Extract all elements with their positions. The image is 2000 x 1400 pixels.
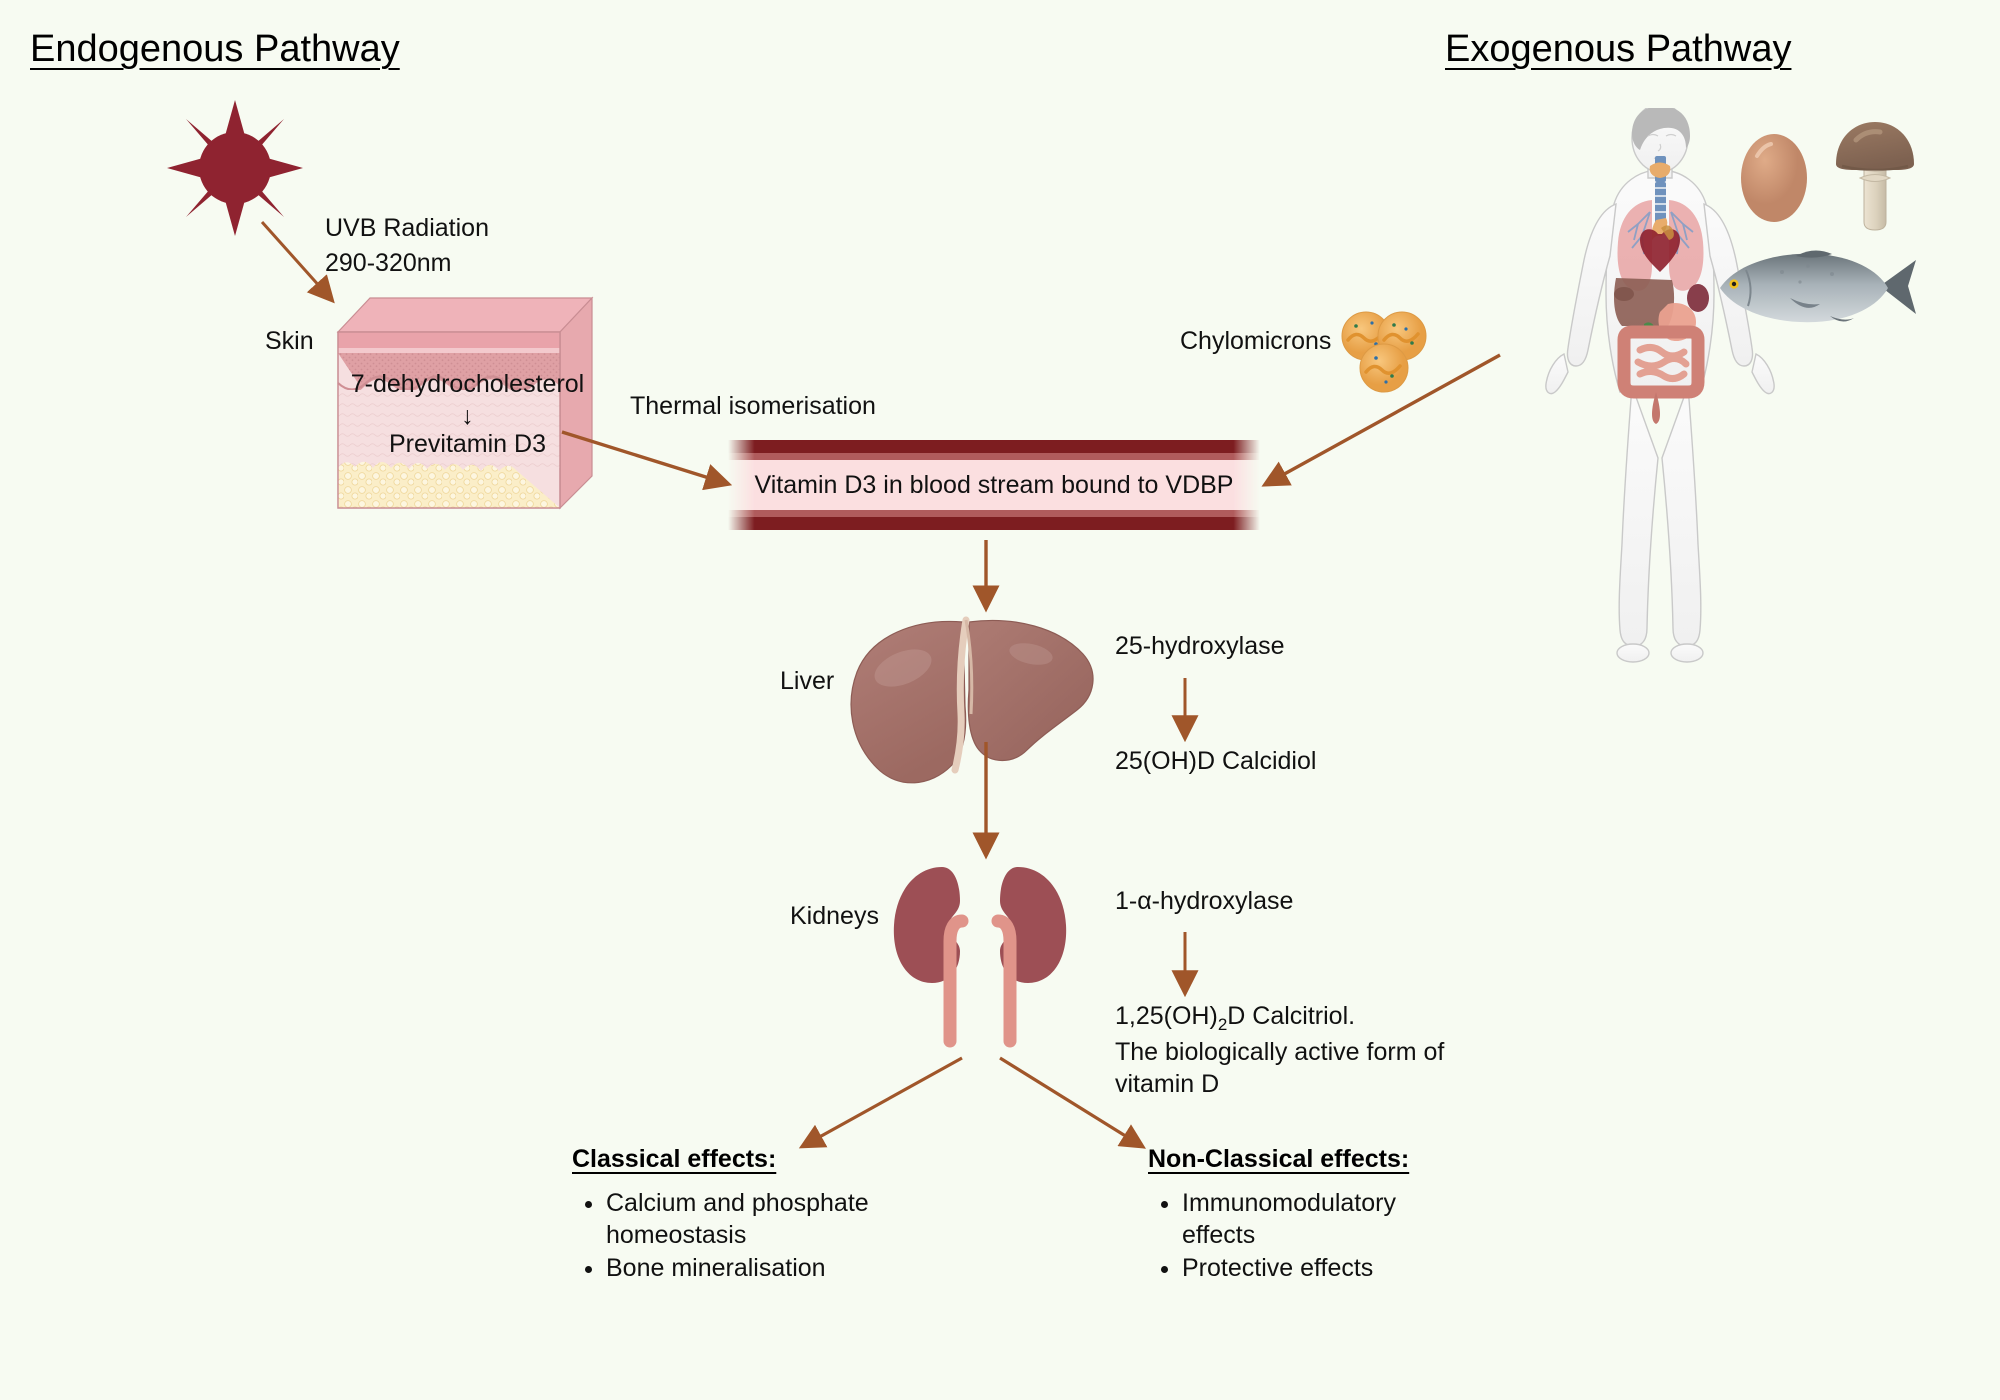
list-item: Protective effects bbox=[1182, 1253, 1468, 1285]
classical-effects-block: Classical effects: Calcium and phosphate… bbox=[572, 1145, 872, 1287]
skin-label: Skin bbox=[265, 327, 314, 355]
blood-stream-label: Vitamin D3 in blood stream bound to VDBP bbox=[754, 470, 1234, 499]
thermal-isomerisation-label: Thermal isomerisation bbox=[630, 392, 876, 420]
metabolite-calcidiol-label: 25(OH)D Calcidiol bbox=[1115, 747, 1317, 775]
vessel-wall-bottom bbox=[728, 517, 1260, 530]
metabolite-calcitriol-line1: 1,25(OH)2D Calcitriol. bbox=[1115, 1000, 1535, 1036]
metabolite-calcitriol-line3: vitamin D bbox=[1115, 1069, 1220, 1098]
kidneys-label: Kidneys bbox=[790, 902, 879, 930]
skin-compound-previtamin-d3: Previtamin D3 bbox=[389, 430, 546, 458]
list-item: Bone mineralisation bbox=[606, 1253, 872, 1285]
skin-compound-7dhc: 7-dehydrocholesterol bbox=[350, 370, 585, 398]
vessel-wall-top bbox=[728, 440, 1260, 453]
liver-icon bbox=[845, 610, 1105, 800]
enzyme-25-hydroxylase-label: 25-hydroxylase bbox=[1115, 632, 1285, 660]
classical-effects-list: Calcium and phosphate homeostasis Bone m… bbox=[572, 1188, 872, 1285]
non-classical-effects-heading: Non-Classical effects: bbox=[1148, 1145, 1410, 1173]
metabolite-calcitriol-line2: The biologically active form of bbox=[1115, 1037, 1445, 1066]
calcitriol-formula-prefix: 1,25(OH) bbox=[1115, 1002, 1218, 1030]
calcitriol-formula-subscript: 2 bbox=[1217, 1015, 1228, 1034]
skin-conversion-arrow-icon: ↓ bbox=[461, 402, 474, 430]
skin-cross-section-icon bbox=[330, 290, 600, 520]
liver-label: Liver bbox=[780, 667, 835, 695]
enzyme-1-alpha-hydroxylase-label: 1-α-hydroxylase bbox=[1115, 887, 1294, 915]
uvb-radiation-label-line1: UVB Radiation bbox=[325, 214, 489, 242]
calcitriol-formula-suffix: D Calcitriol. bbox=[1227, 1002, 1356, 1030]
list-item: Calcium and phosphate homeostasis bbox=[606, 1188, 872, 1251]
sun-icon bbox=[165, 98, 305, 238]
kidneys-icon bbox=[880, 855, 1080, 1055]
chylomicrons-label: Chylomicrons bbox=[1180, 327, 1332, 355]
egg-icon bbox=[1735, 128, 1813, 226]
blood-vessel-icon: Vitamin D3 in blood stream bound to VDBP bbox=[728, 440, 1260, 530]
human-body-anatomy-icon bbox=[1528, 103, 1792, 664]
arrow-kidneys-to-classical-effects bbox=[798, 1056, 963, 1149]
vessel-intima-bottom bbox=[728, 510, 1260, 517]
non-classical-effects-block: Non-Classical effects: Immunomodulatory … bbox=[1148, 1145, 1468, 1287]
endogenous-pathway-title: Endogenous Pathway bbox=[30, 28, 400, 70]
exogenous-pathway-title: Exogenous Pathway bbox=[1445, 28, 1792, 70]
uvb-radiation-label-line2: 290-320nm bbox=[325, 249, 452, 277]
fish-icon bbox=[1712, 242, 1920, 332]
mushroom-icon bbox=[1830, 118, 1920, 236]
vessel-lumen bbox=[728, 460, 1260, 510]
classical-effects-heading: Classical effects: bbox=[572, 1145, 777, 1173]
chylomicrons-icon bbox=[1340, 310, 1430, 396]
non-classical-effects-list: Immunomodulatory effects Protective effe… bbox=[1148, 1188, 1468, 1285]
vessel-intima-top bbox=[728, 453, 1260, 460]
list-item: Immunomodulatory effects bbox=[1182, 1188, 1468, 1251]
